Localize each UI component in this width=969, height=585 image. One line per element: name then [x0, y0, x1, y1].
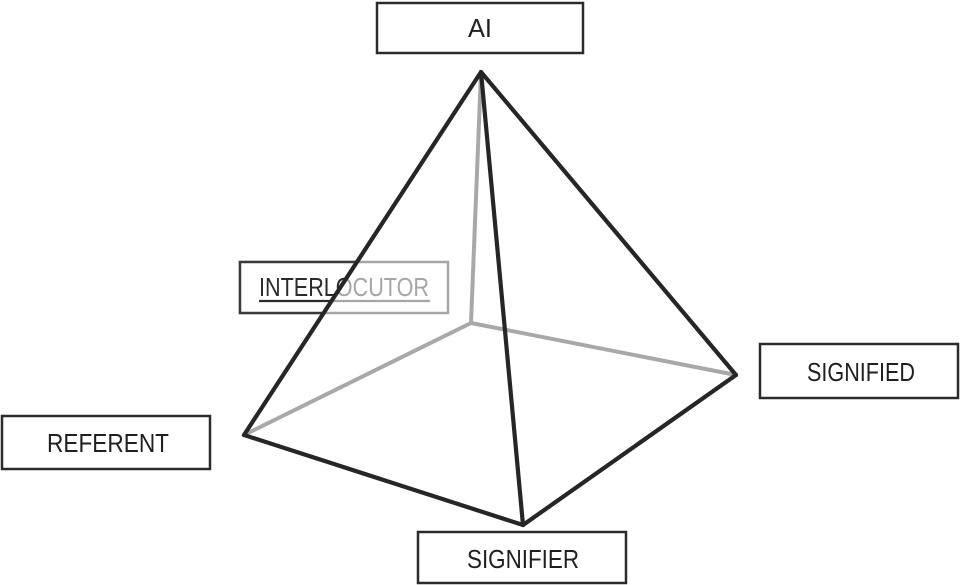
ai-box: [375, 1, 585, 55]
signified-node: SIGNIFIED: [758, 342, 960, 400]
edge-apex-signifier: [478, 69, 526, 528]
edge-apex-backvertex: [469, 70, 483, 325]
referent-node: REFERENT: [0, 414, 212, 471]
edge-backvertex-referent: [242, 321, 473, 437]
hidden-edges: [242, 70, 738, 437]
signifier-box: [416, 530, 628, 585]
signifier-label: SIGNIFIER: [467, 544, 579, 574]
ai-node: AI: [375, 1, 585, 55]
edge-apex-signified: [478, 69, 739, 378]
visible-edges: [241, 69, 739, 528]
signified-box: [758, 342, 960, 400]
edge-backvertex-signified: [469, 321, 738, 377]
edge-referent-signifier: [241, 432, 526, 528]
referent-label: REFERENT: [47, 428, 169, 458]
edge-signifier-signified: [520, 372, 739, 528]
signifier-node: SIGNIFIER: [416, 530, 628, 585]
edge-apex-referent: [241, 69, 484, 438]
referent-box: [0, 414, 212, 471]
ai-label: AI: [468, 13, 492, 43]
signified-label: SIGNIFIED: [807, 357, 915, 387]
